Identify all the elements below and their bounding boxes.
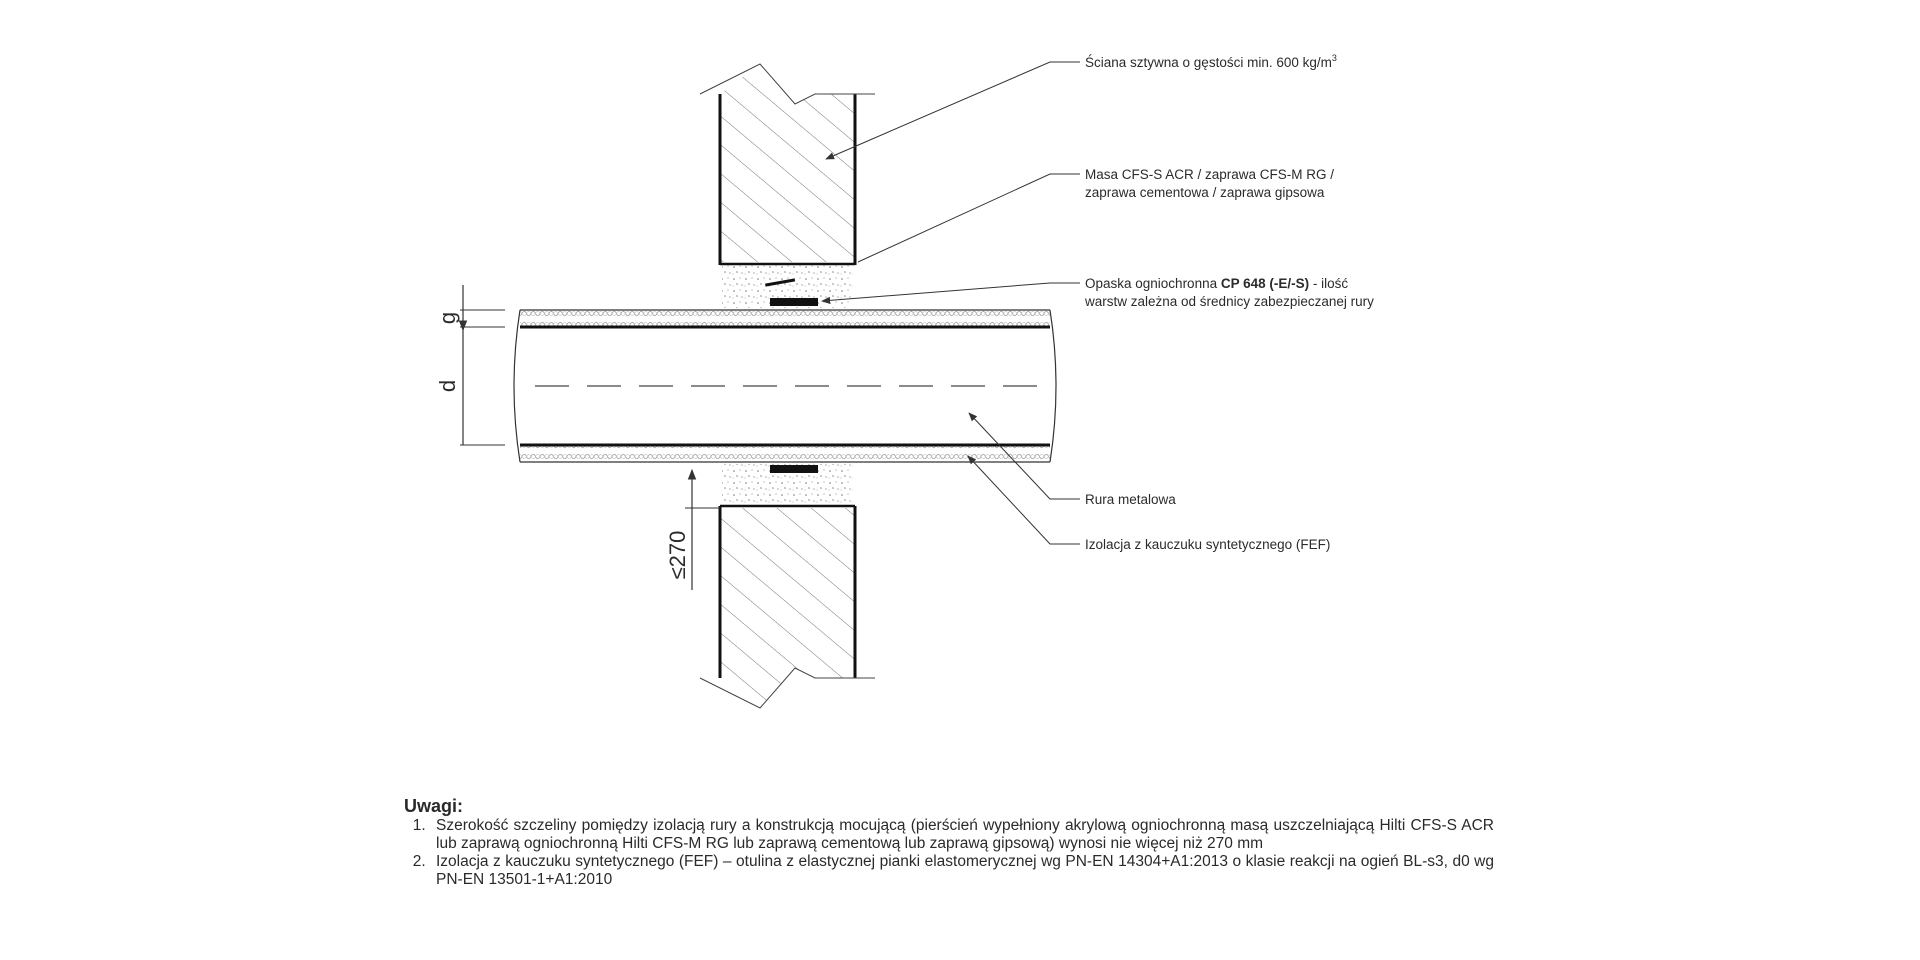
notes-list: Szerokość szczeliny pomiędzy izolacją ru…	[404, 817, 1494, 889]
note-item-1: Szerokość szczeliny pomiędzy izolacją ru…	[430, 817, 1494, 853]
label-insulation: Izolacja z kauczuku syntetycznego (FEF)	[1085, 537, 1330, 552]
upper-wall	[699, 63, 875, 266]
leader-lines	[821, 61, 1080, 545]
notes-section: Uwagi: Szerokość szczeliny pomiędzy izol…	[404, 797, 1494, 889]
label-wrap-line1: Opaska ogniochronna CP 648 (-E/-S) - ilo…	[1085, 276, 1348, 291]
insulated-pipe	[513, 309, 1057, 463]
upper-seal-mass	[722, 265, 853, 308]
label-pipe: Rura metalowa	[1085, 492, 1176, 507]
dimension-g: g	[435, 285, 505, 332]
label-wrap-line2: warstw zależna od średnicy zabezpieczane…	[1084, 294, 1374, 309]
dimension-d: d	[435, 327, 505, 446]
label-mass-line2: zaprawa cementowa / zaprawa gipsowa	[1085, 185, 1325, 200]
dimension-d-label: d	[435, 380, 460, 392]
dimension-gap: ≤270	[665, 461, 720, 590]
label-wall: Ściana sztywna o gęstości min. 600 kg/m3	[1085, 53, 1337, 70]
dimension-gap-label: ≤270	[665, 531, 690, 580]
lower-wall	[699, 504, 875, 709]
label-mass-line1: Masa CFS-S ACR / zaprawa CFS-M RG /	[1085, 167, 1334, 182]
notes-title: Uwagi:	[404, 796, 464, 816]
dimension-g-label: g	[435, 312, 460, 324]
lower-seal-mass	[722, 464, 853, 507]
note-item-2: Izolacja z kauczuku syntetycznego (FEF) …	[430, 853, 1494, 889]
